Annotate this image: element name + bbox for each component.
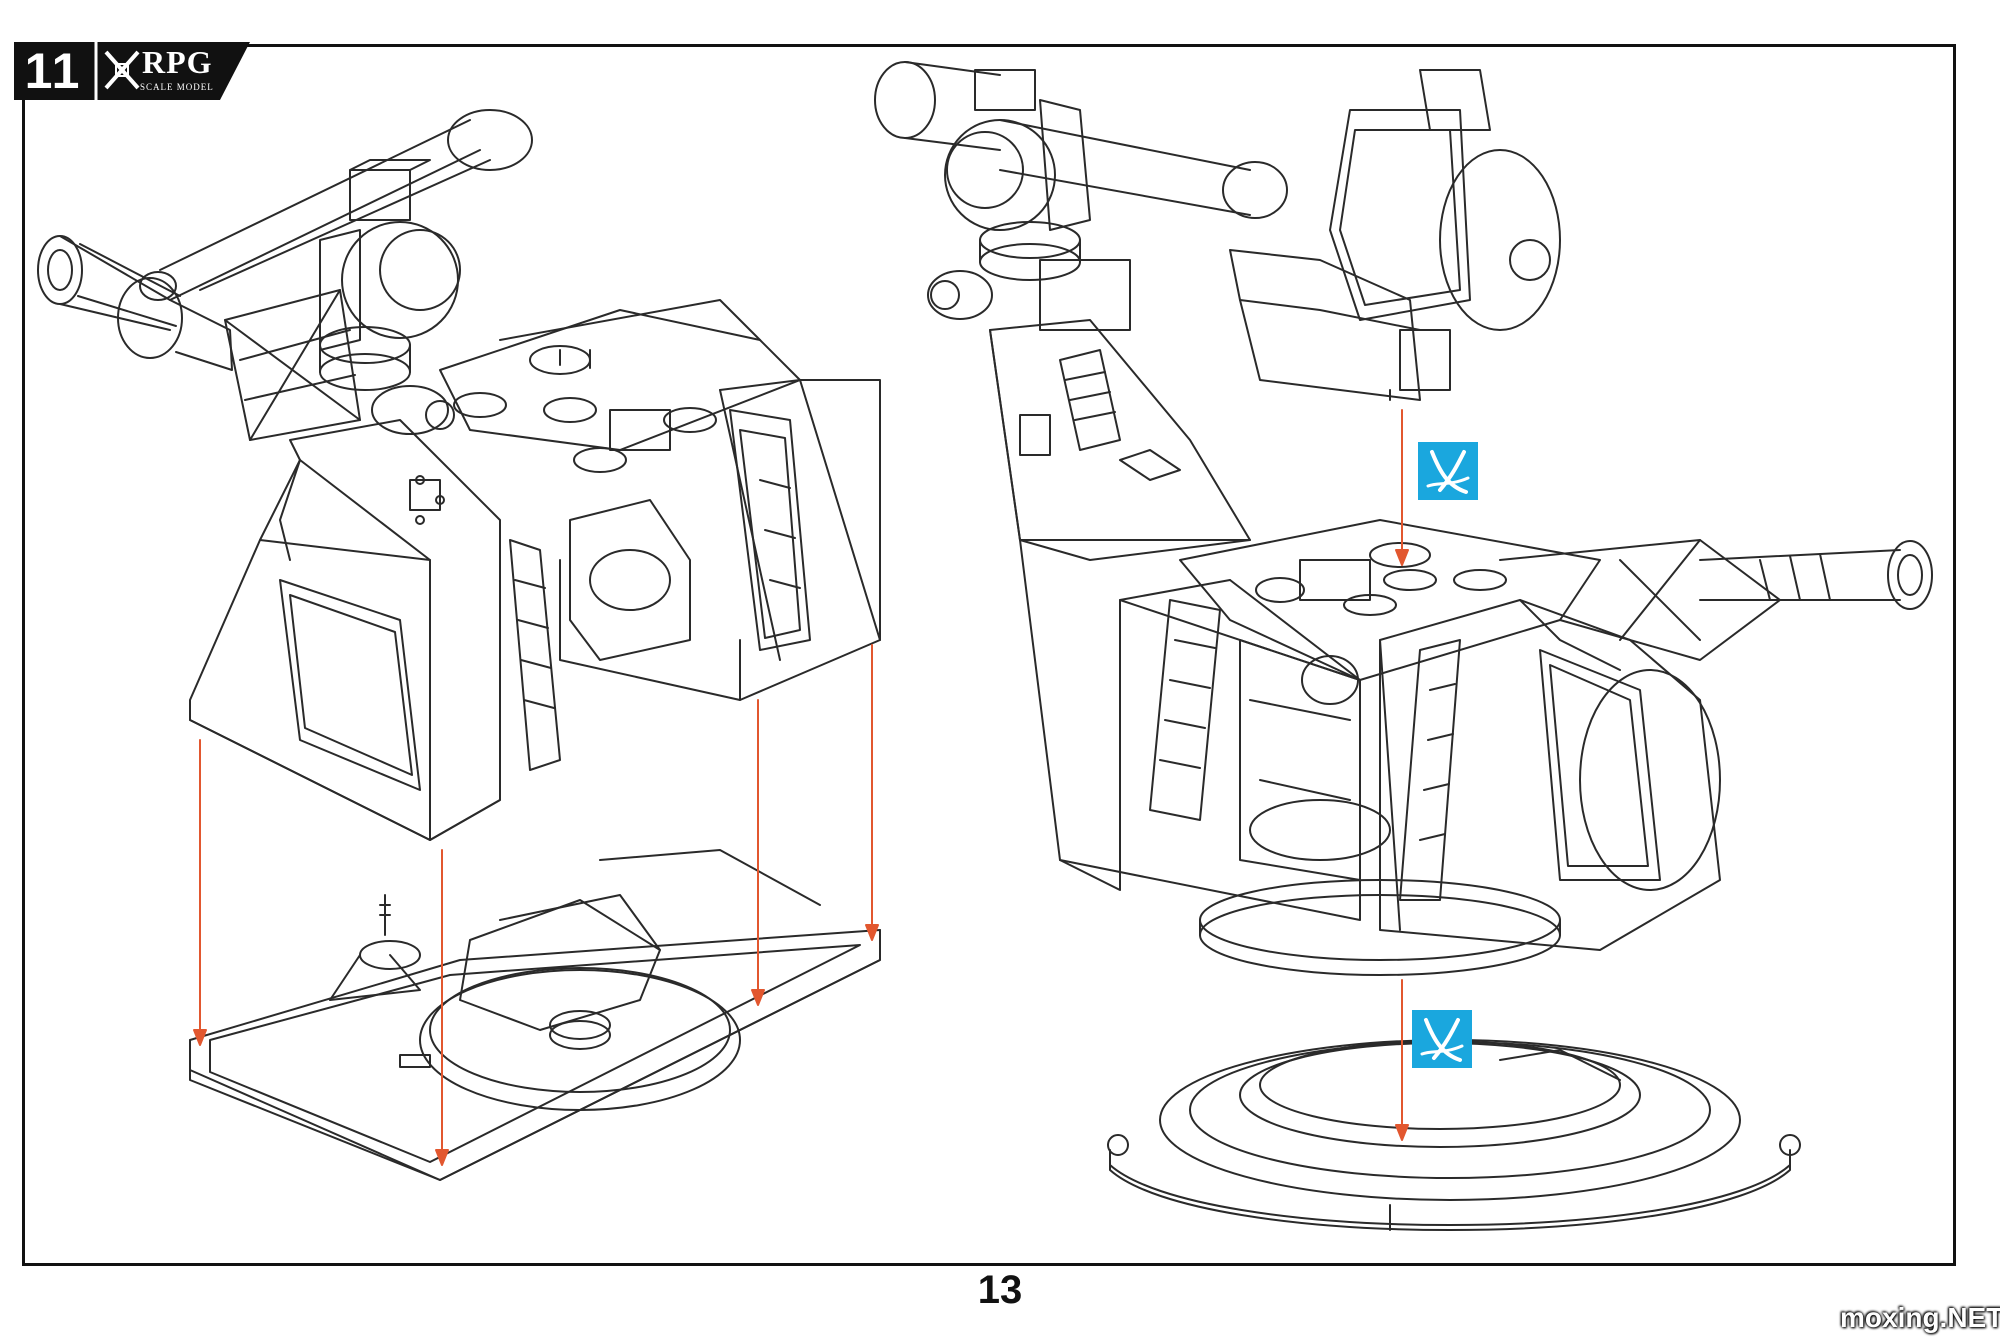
right-mast — [989, 319, 1251, 561]
right-turret-assembly — [874, 61, 1933, 1231]
brand-logo-text: RPG — [142, 44, 213, 80]
left-turret-body — [189, 419, 561, 841]
crossed-weapons-icon — [104, 50, 140, 90]
right-turret-ring — [1107, 1039, 1801, 1231]
left-sensor-head — [319, 159, 461, 435]
left-turret-right-block — [559, 379, 881, 701]
page-frame — [22, 44, 1956, 1266]
left-upper-deck — [439, 299, 801, 473]
right-canister-tubes — [874, 61, 1288, 219]
right-turret-right-block — [1379, 599, 1721, 951]
left-canister-tubes — [139, 109, 533, 301]
right-turret-base — [1199, 879, 1561, 976]
right-gatling-barrels — [1499, 539, 1933, 661]
right-turret-body — [1019, 519, 1601, 921]
watermark: moxing.NET — [1840, 1302, 2000, 1333]
left-assembly-arrows — [193, 644, 879, 1166]
page-number: 13 — [977, 1268, 1023, 1312]
right-sensor-head — [927, 99, 1131, 331]
left-turret-assembly — [37, 109, 881, 1181]
cement-glue-icon — [1418, 442, 1478, 500]
left-gatling-barrels — [37, 235, 233, 371]
right-assembly-arrows — [1395, 409, 1409, 1141]
right-detached-sensor-unit — [1229, 69, 1561, 401]
brand-logo-subtext: SCALE MODEL — [140, 82, 214, 92]
left-base-plate — [189, 849, 881, 1181]
cement-glue-icon — [1412, 1010, 1472, 1068]
step-header-background — [14, 42, 250, 100]
left-support-truss — [224, 289, 361, 441]
step-number: 11 — [24, 43, 82, 99]
step-header: 11 RPG SCALE MODEL — [14, 42, 250, 100]
